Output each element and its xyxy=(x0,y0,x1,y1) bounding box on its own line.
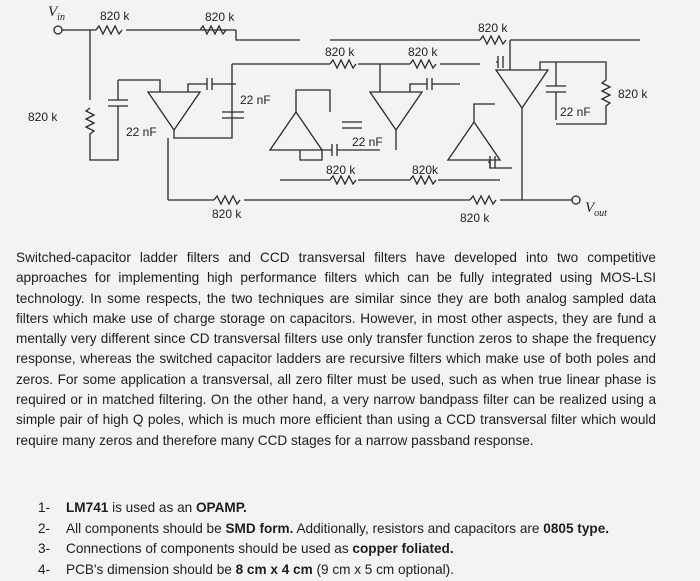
opamp-1 xyxy=(146,91,202,132)
resistor-bottom-left xyxy=(213,194,241,206)
resistor-low-b xyxy=(409,174,437,186)
body-paragraph: Switched-capacitor ladder filters and CC… xyxy=(16,250,656,448)
r-fb-a-label: 820 k xyxy=(325,45,355,59)
c-right-label: 22 nF xyxy=(560,105,591,119)
c-center-label: 22 nF xyxy=(352,135,383,149)
r-top-right-label: 820 k xyxy=(478,21,508,35)
capacitor-left xyxy=(108,80,128,132)
resistor-top-left xyxy=(95,24,123,36)
list-item: 1-LM741 is used as an OPAMP. xyxy=(38,500,247,515)
opamp-2 xyxy=(268,110,324,151)
resistor-low-a xyxy=(329,174,357,186)
r-top-left-label: 820 k xyxy=(100,9,130,23)
r-top-mid-label: 820 k xyxy=(205,10,235,24)
r-low-b-label: 820k xyxy=(412,163,439,177)
c-mid-label: 22 nF xyxy=(240,93,271,107)
r-low-a-label: 820 k xyxy=(326,163,356,177)
resistor-right-shunt xyxy=(600,79,612,112)
capacitor-right xyxy=(546,62,566,120)
opamp-5 xyxy=(494,69,550,110)
vin-terminal xyxy=(53,25,63,35)
resistor-fb-b xyxy=(409,58,437,70)
r-fb-b-label: 820 k xyxy=(408,45,438,59)
circuit-diagram: Vin 820 k 820 k 820 k 820 k 820 k 820 k … xyxy=(28,4,648,225)
resistor-top-mid xyxy=(199,24,227,36)
resistor-top-right xyxy=(479,34,507,46)
resistor-bottom-right xyxy=(469,194,497,206)
list-item: 2-All components should be SMD form. Add… xyxy=(38,520,610,536)
opamp-3 xyxy=(368,91,424,132)
r-right-shunt-label: 820 k xyxy=(618,87,648,101)
requirements-list: 1-LM741 is used as an OPAMP. 2-All compo… xyxy=(38,498,609,580)
vout-terminal xyxy=(571,195,581,205)
vin-label: Vin xyxy=(48,4,65,23)
list-item: 3-Connections of components should be us… xyxy=(38,541,454,556)
vout-label: Vout xyxy=(585,200,607,219)
capacitor-mid xyxy=(222,111,244,119)
r-bottom-right-label: 820 k xyxy=(460,211,490,225)
opamp-4 xyxy=(446,120,502,161)
r-bottom-left-label: 820 k xyxy=(212,207,242,221)
resistor-fb-a xyxy=(329,58,357,70)
c-left-label: 22 nF xyxy=(126,125,157,139)
resistor-left-shunt xyxy=(84,107,96,148)
list-item: 4-PCB's dimension should be 8 cm x 4 cm … xyxy=(38,561,454,577)
r-left-shunt-label: 820 k xyxy=(28,110,58,124)
